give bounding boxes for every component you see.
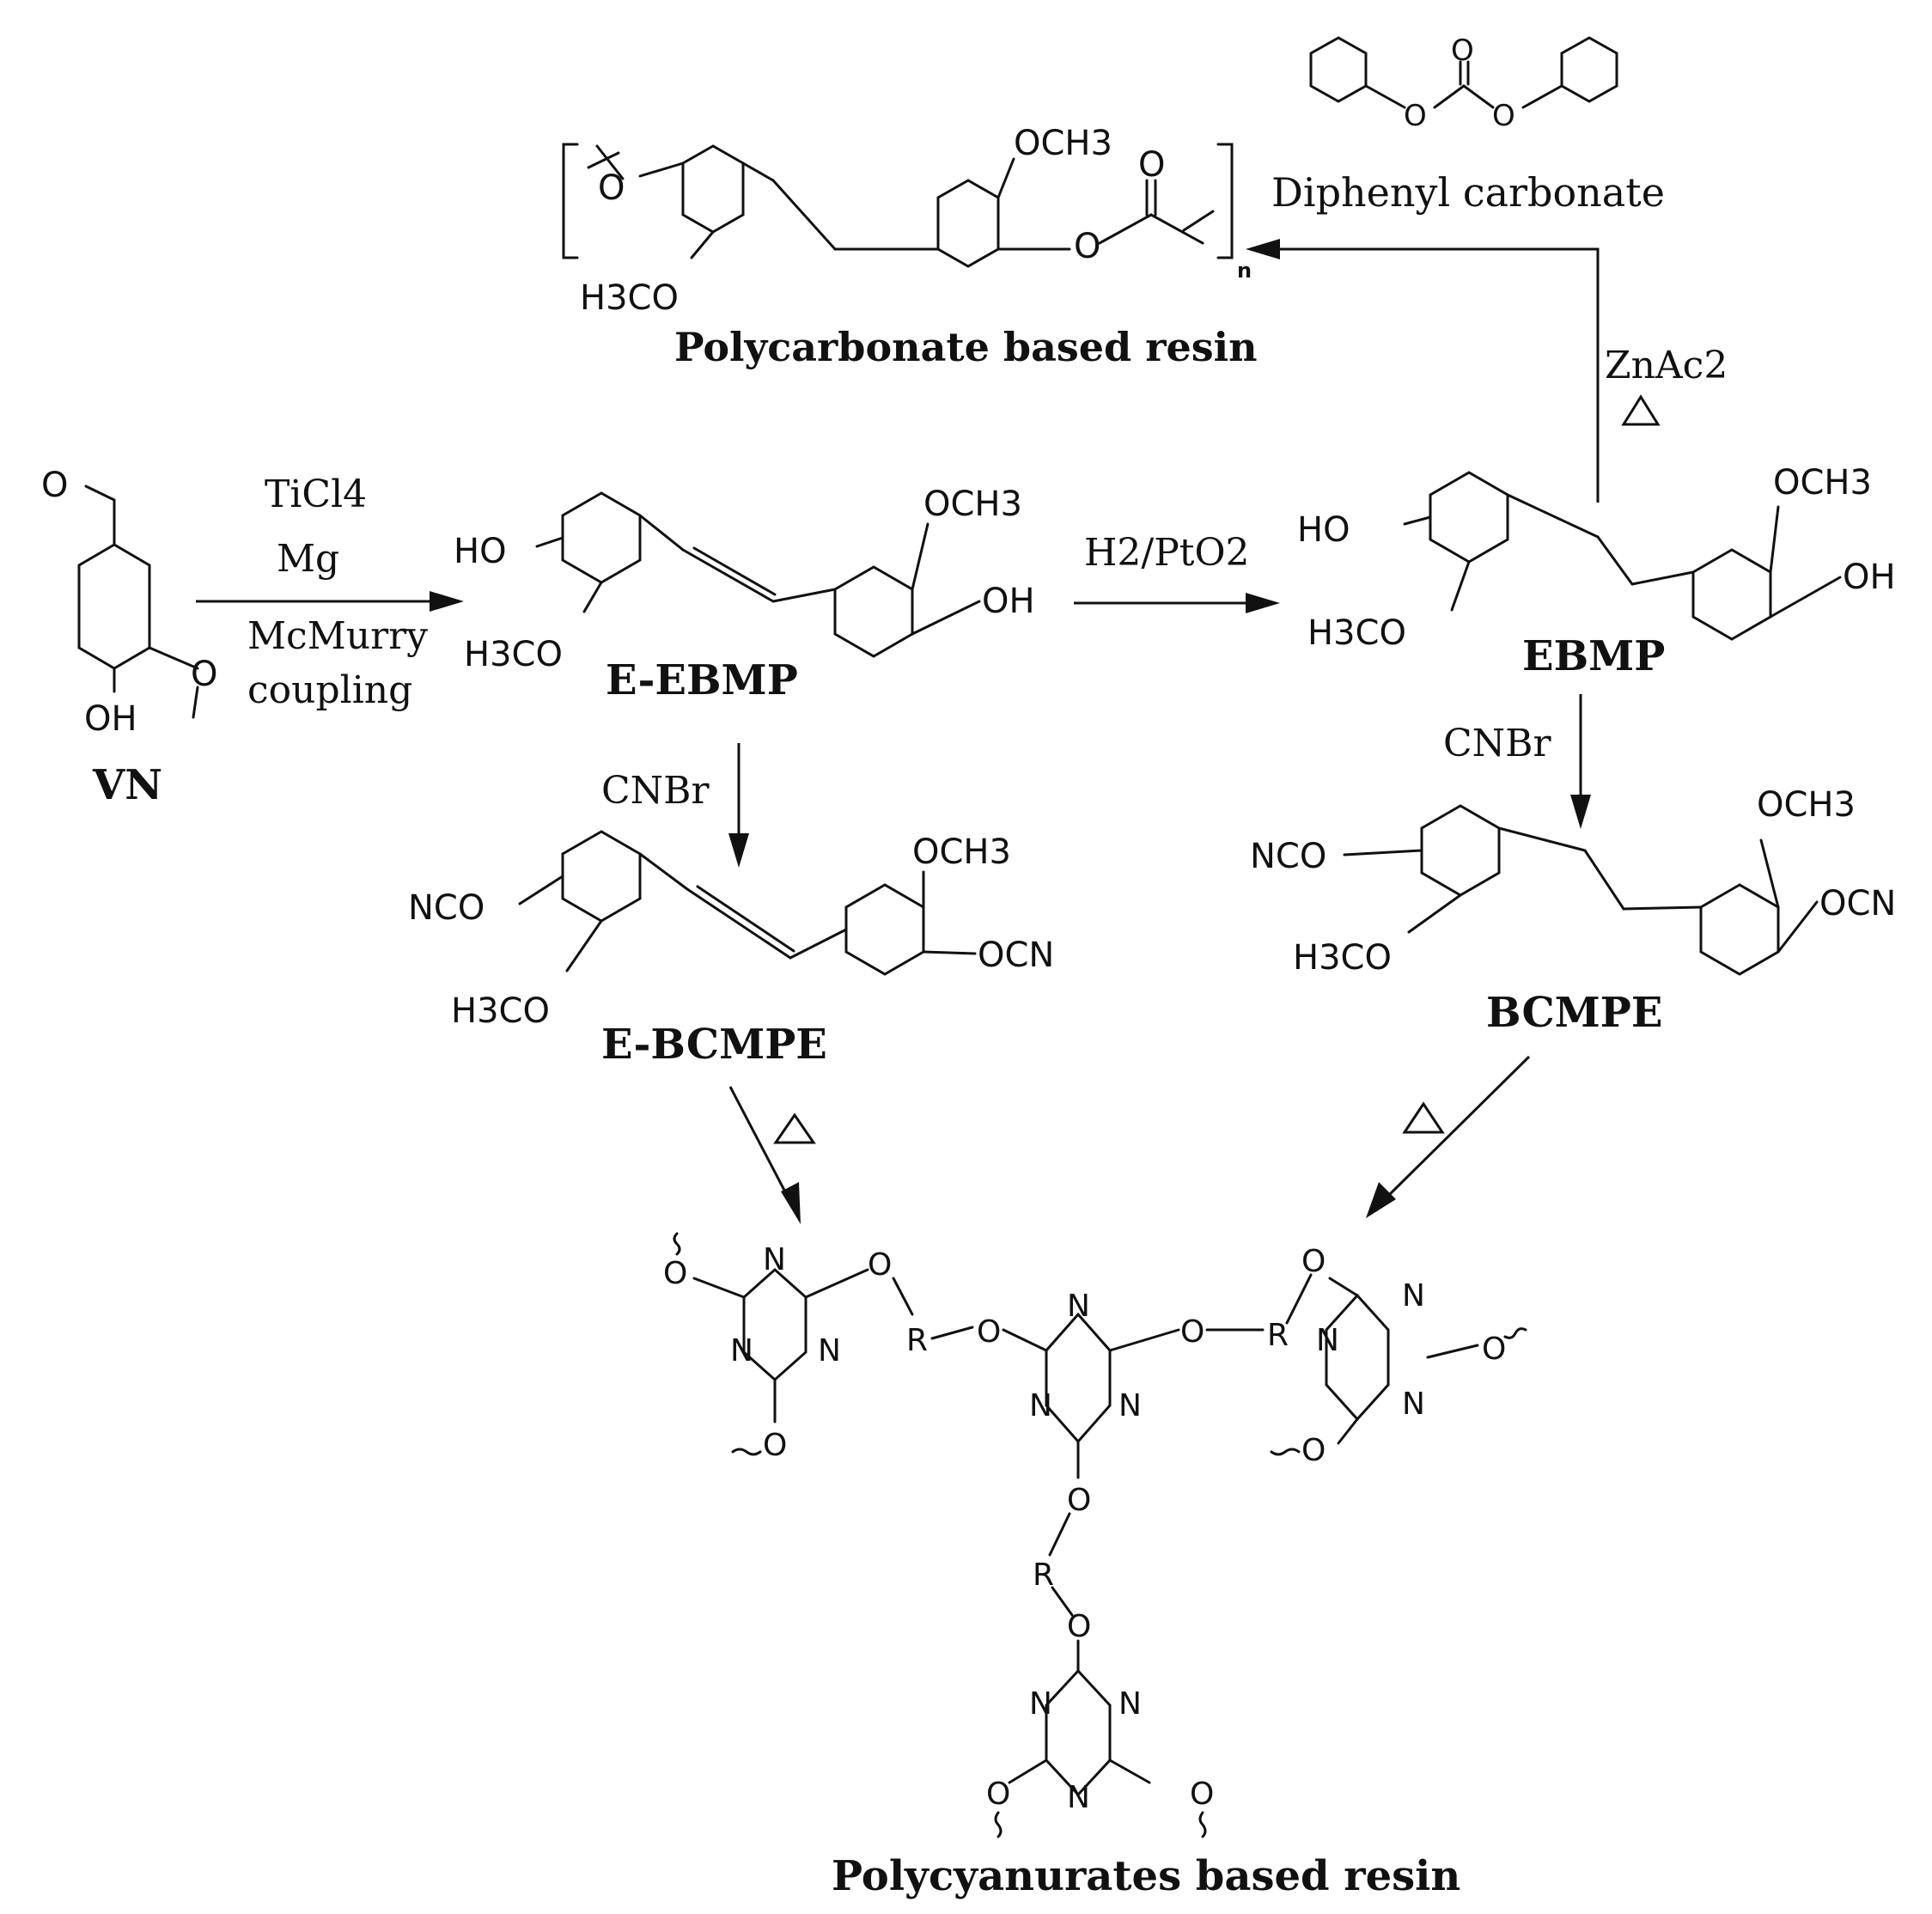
vn-label: VN [92,761,162,809]
atom-o: O [1492,99,1515,133]
reagent-cnbr: CNBr [601,769,710,813]
atom-o: O [1180,1314,1204,1350]
atom-n: N [1067,1289,1090,1324]
heat-symbol [773,1112,816,1144]
e-ebmp-structure: HO H3CO OCH3 OH [454,485,1035,674]
methoxy-group: H3CO [451,991,550,1031]
atom-o: O [1067,1609,1091,1644]
atom-n: N [1316,1323,1339,1358]
cyanation-arrow-left [728,743,749,868]
hydroxyl-group: HO [454,532,507,571]
mcmurry-arrow [196,591,464,612]
cyanate-group: NCO [408,888,485,928]
reagent-mg: Mg [277,537,339,581]
atom-o: O [1067,1483,1091,1518]
atom-n: N [1118,1686,1142,1722]
bcmpe-structure: NCO H3CO OCH3 OCN [1250,785,1896,978]
bcmpe-label: BCMPE [1486,989,1662,1037]
heat-symbol [1621,394,1661,426]
methoxy-group: H3CO [1293,938,1392,978]
atom-o: O [986,1777,1010,1812]
atom-n: N [1402,1387,1425,1422]
curing-arrow-left [728,1086,801,1224]
atom-o: O [1451,34,1474,68]
atom-n: N [763,1242,786,1277]
atom-n: N [818,1333,841,1368]
polycyanurate-network: N N N O O O R O N N N O R O R O O [663,1232,1527,1838]
methoxy-group: OCH3 [912,832,1011,872]
atom-n: N [1029,1388,1052,1423]
methoxy-group: H3CO [1307,613,1406,653]
reagent-ticl4: TiCl4 [265,472,367,516]
hydroxyl-group: OH [1843,558,1896,597]
diphenyl-carbonate-structure: O O O [1309,34,1618,133]
hydrogenation-arrow [1074,593,1280,613]
methoxy-group: OCH3 [1773,463,1872,503]
polycarbonate-label: Polycarbonate based resin [674,324,1258,370]
atom-o: O [1482,1332,1506,1367]
atom-o: O [868,1247,892,1283]
reagent-coupling: coupling [247,668,412,712]
reagent-hydrogenation: H2/PtO2 [1084,531,1250,575]
methoxy-group: H3CO [580,278,679,318]
atom-r: R [1267,1318,1289,1353]
methoxy-group: OCH3 [1757,785,1856,825]
atom-o: O [1404,99,1427,133]
e-bcmpe-structure: NCO H3CO OCH3 OCN [408,830,1054,1031]
methoxy-group: OCH3 [923,485,1022,524]
ebmp-label: EBMP [1522,632,1665,680]
atom-o: O [41,466,68,505]
diphenyl-carbonate-label: Diphenyl carbonate [1271,169,1665,216]
vn-structure: O O OH [41,466,217,739]
hydroxyl-group: OH [84,699,137,739]
polycarbonate-structure: O O O OCH3 H3CO n [562,124,1252,318]
atom-o: O [663,1256,687,1291]
reagent-mcmurry: McMurry [247,614,428,658]
cyanate-group: OCN [1819,884,1896,923]
atom-n: N [1029,1686,1052,1722]
hydroxyl-group: OH [982,582,1035,621]
atom-o: O [1190,1777,1214,1812]
repeat-subscript: n [1237,259,1252,283]
cyanation-arrow-right [1570,694,1591,829]
curing-arrow-right [1366,1055,1531,1218]
polycondensation-arrow [1246,239,1600,503]
atom-n: N [1118,1388,1142,1423]
cyanate-group: NCO [1250,837,1326,876]
atom-n: N [1067,1780,1090,1815]
triazine-ring [1045,1312,1112,1444]
e-ebmp-label: E-EBMP [606,656,798,704]
atom-n: N [1402,1278,1425,1314]
atom-o: O [977,1314,1001,1350]
atom-o: O [191,655,217,694]
hydroxyl-group: HO [1297,510,1350,550]
methoxy-group: H3CO [464,635,563,674]
atom-o: O [598,168,625,208]
heat-symbol [1402,1101,1445,1134]
atom-o: O [1301,1244,1326,1279]
cyanate-group: OCN [978,936,1054,975]
reagent-cnbr: CNBr [1443,722,1552,765]
atom-o: O [1138,145,1165,185]
atom-n: N [730,1333,753,1368]
ebmp-structure: HO H3CO OCH3 OH [1297,463,1896,653]
e-bcmpe-label: E-BCMPE [601,1021,827,1069]
atom-o: O [763,1428,787,1463]
methoxy-group: OCH3 [1014,124,1112,163]
atom-r: R [1033,1557,1054,1593]
polycyanurate-label: Polycyanurates based resin [832,1852,1460,1900]
atom-r: R [906,1323,928,1358]
reagent-znac2: ZnAc2 [1605,344,1728,387]
atom-o: O [1074,227,1100,266]
atom-o: O [1301,1433,1326,1468]
triazine-ring [1045,1668,1112,1797]
